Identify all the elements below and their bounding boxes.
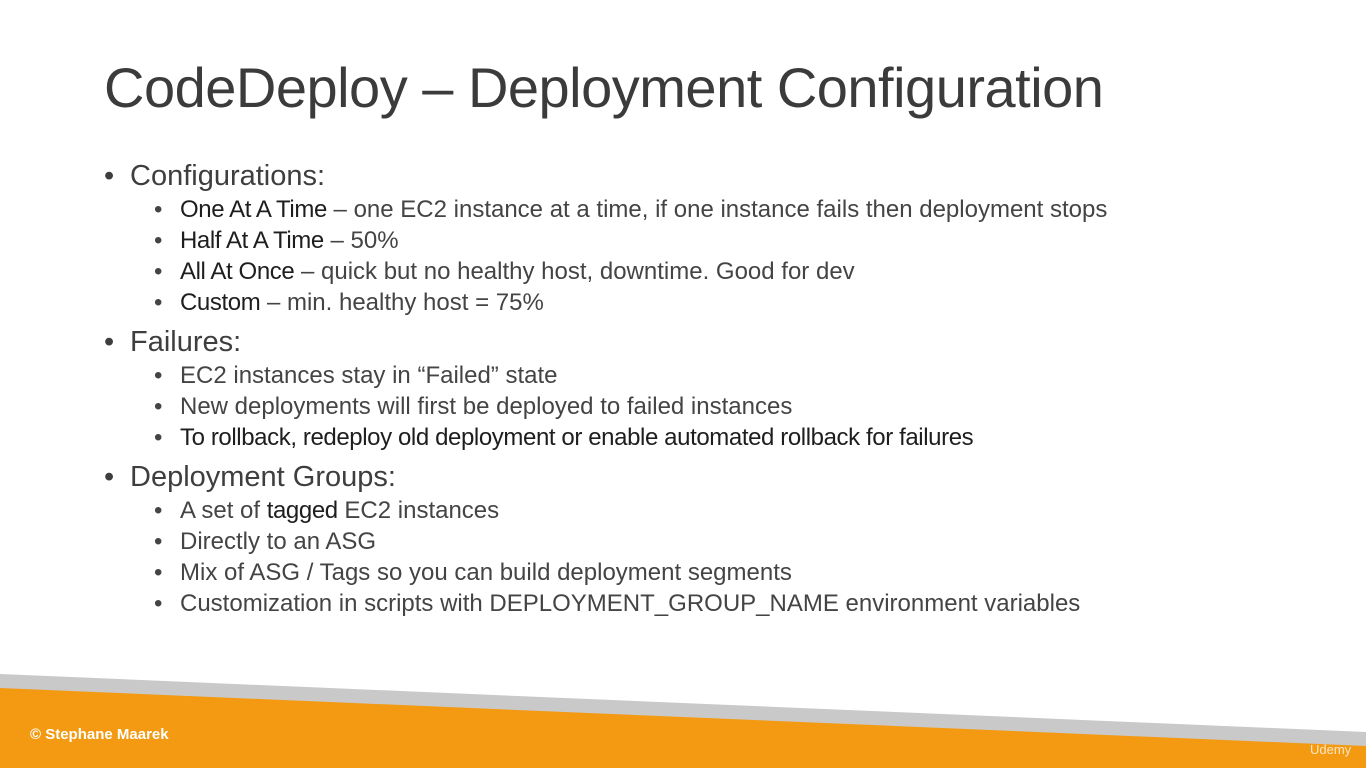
slide-title: CodeDeploy – Deployment Configuration [104, 56, 1104, 119]
bullet-dot: • [104, 461, 115, 493]
item-emphasis: All At Once [180, 258, 295, 285]
bullet-dot: • [104, 326, 115, 358]
list-item: • All At Once – quick but no healthy hos… [154, 256, 1284, 287]
item-text: – 50% [323, 227, 399, 254]
bullet-dot: • [154, 424, 163, 451]
failures-list: • EC2 instances stay in “Failed” state •… [104, 360, 1284, 453]
deployment-groups-list: • A set of tagged EC2 instances • Direct… [104, 495, 1284, 619]
bullet-configurations: • Configurations: [104, 158, 1284, 194]
list-item: • A set of tagged EC2 instances [154, 495, 1284, 526]
item-emphasis: To rollback, redeploy old deployment or … [180, 424, 974, 451]
bullet-dot: • [154, 227, 163, 254]
bullet-failures: • Failures: [104, 324, 1284, 360]
item-text: New deployments will first be deployed t… [180, 393, 793, 420]
bullet-deployment-groups: • Deployment Groups: [104, 459, 1284, 495]
list-item: • Mix of ASG / Tags so you can build dep… [154, 557, 1284, 588]
bullet-dot: • [154, 590, 163, 617]
list-item: • Custom – min. healthy host = 75% [154, 287, 1284, 318]
item-text: A set of [180, 497, 267, 524]
udemy-watermark: Udemy [1310, 742, 1352, 757]
item-emphasis: Half At A Time [180, 227, 324, 254]
item-text: Customization in scripts with DEPLOYMENT… [180, 590, 1081, 617]
bullet-dot: • [154, 289, 163, 316]
bullet-dot: • [154, 497, 163, 524]
list-item: • To rollback, redeploy old deployment o… [154, 422, 1284, 453]
section-heading: Configurations: [130, 160, 326, 192]
bullet-dot: • [104, 160, 115, 192]
slide-content: • Configurations: • One At A Time – one … [104, 158, 1284, 625]
item-text: EC2 instances stay in “Failed” state [180, 362, 558, 389]
item-emphasis: tagged [266, 497, 338, 524]
list-item: • EC2 instances stay in “Failed” state [154, 360, 1284, 391]
item-text: Mix of ASG / Tags so you can build deplo… [180, 559, 792, 586]
item-emphasis: Custom [180, 289, 261, 316]
item-text: Directly to an ASG [180, 528, 377, 555]
item-emphasis: One At A Time [180, 196, 327, 223]
bullet-dot: • [154, 528, 163, 555]
item-text: – min. healthy host = 75% [260, 289, 544, 316]
footer-band [0, 674, 1366, 768]
configurations-list: • One At A Time – one EC2 instance at a … [104, 194, 1284, 318]
section-heading: Deployment Groups: [130, 461, 396, 493]
copyright-text: © Stephane Maarek [30, 726, 169, 743]
bullet-dot: • [154, 196, 163, 223]
item-text: EC2 instances [337, 497, 500, 524]
list-item: • Directly to an ASG [154, 526, 1284, 557]
bullet-dot: • [154, 393, 163, 420]
bullet-dot: • [154, 362, 163, 389]
list-item: • New deployments will first be deployed… [154, 391, 1284, 422]
list-item: • One At A Time – one EC2 instance at a … [154, 194, 1284, 225]
item-text: – one EC2 instance at a time, if one ins… [326, 196, 1108, 223]
section-heading: Failures: [130, 326, 242, 358]
footer-orange-band [0, 688, 1366, 768]
item-text: – quick but no healthy host, downtime. G… [294, 258, 855, 285]
bullet-dot: • [154, 559, 163, 586]
list-item: • Customization in scripts with DEPLOYME… [154, 588, 1284, 619]
bullet-dot: • [154, 258, 163, 285]
list-item: • Half At A Time – 50% [154, 225, 1284, 256]
